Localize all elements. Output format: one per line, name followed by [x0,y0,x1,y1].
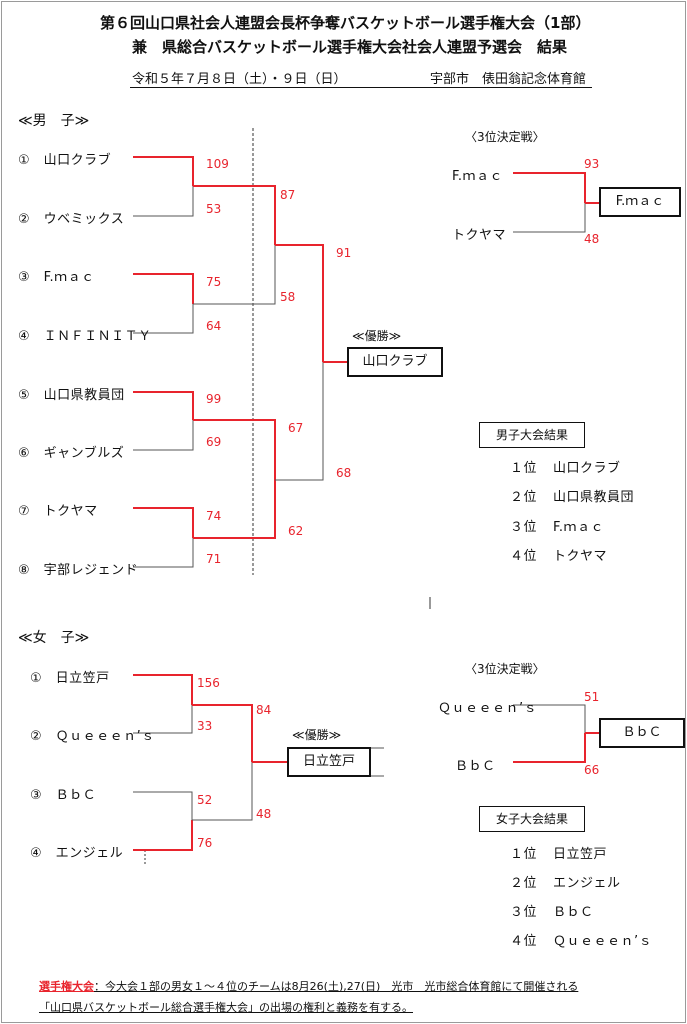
men-r2-lines [193,185,276,539]
men-r1-lines [133,156,194,568]
women-final-lines [192,704,384,821]
men-score-r1-7: 74 [206,509,222,523]
women-result-rank-4: ４位 [510,934,538,949]
men-result-team-3: F.ｍａｃ [553,520,605,535]
women-section-label: ≪女 子≫ [18,630,90,646]
men-score-r1-6: 69 [206,435,222,449]
men-team-8: ⑧ 宇部レジェンド [18,563,139,578]
men-third-lines [513,172,600,233]
women-result-team-3: ＢｂＣ [553,905,594,920]
women-third-lines [513,704,600,763]
men-third-score2: 48 [584,232,600,246]
men-champion-label: ≪優勝≫ [352,329,402,343]
men-third-team1: F.ｍａｃ [452,169,504,184]
men-team-4: ④ ＩＮＦＩＮＩＴＹ [18,329,152,344]
women-third-team2: ＢｂＣ [455,759,496,774]
men-score-r1-8: 71 [206,552,222,566]
women-team-3: ③ ＢｂＣ [30,788,97,803]
women-third-winner-box: ＢｂＣ [599,718,685,748]
men-results-title: 男子大会結果 [479,422,585,448]
women-result-team-1: 日立笠戸 [553,847,608,862]
men-result-rank-4: ４位 [510,549,538,564]
women-score-r1-4: 76 [197,836,213,850]
header-underline [130,87,592,88]
men-team-1: ① 山口クラブ [18,153,112,168]
men-third-winner-box: F.ｍａｃ [599,187,681,217]
women-score-r1-3: 52 [197,793,213,807]
event-venue: 宇部市 俵田翁記念体育館 [430,72,587,87]
women-team-2: ② Ｑｕｅｅｅｎ’ｓ [30,729,155,744]
women-score-r1-2: 33 [197,719,213,733]
event-date: 令和５年７月８日（土）・９日（日） [132,72,347,87]
men-score-r1-4: 64 [206,319,222,333]
women-result-team-2: エンジェル [553,876,621,891]
men-team-3: ③ F.ｍａｃ [18,270,95,285]
men-score-r2-3: 67 [288,421,304,435]
men-score-r1-2: 53 [206,202,222,216]
men-final-lines [275,244,348,481]
women-results-title: 女子大会結果 [479,806,585,832]
women-result-rank-1: １位 [510,847,538,862]
men-score-r1-1: 109 [206,157,229,171]
footer-note-line1: 選手権大会：今大会１部の男女１～４位のチームは8月26(土),27(日) 光市 … [39,978,578,994]
women-score-r1-1: 156 [197,676,220,690]
men-score-r2-4: 62 [288,524,304,538]
title-line2: 兼 県総合バスケットボール選手権大会社会人連盟予選会 結果 [132,38,568,56]
men-result-team-2: 山口県教員団 [553,490,635,505]
men-score-final-2: 68 [336,466,352,480]
men-result-rank-3: ３位 [510,520,538,535]
women-result-rank-2: ２位 [510,876,538,891]
women-result-team-4: Ｑｕｅｅｅｎ’ｓ [553,934,653,949]
footer-note-line2: 「山口県バスケットボール総合選手権大会」の出場の権利と義務を有する。 [39,1001,413,1014]
women-r1-lines [133,674,193,851]
men-score-final-1: 91 [336,246,352,260]
men-result-team-4: トクヤマ [553,549,608,564]
men-result-rank-2: ２位 [510,490,538,505]
men-champion-box: 山口クラブ [347,347,443,377]
women-third-score1: 51 [584,690,600,704]
men-result-team-1: 山口クラブ [553,461,621,476]
footer-note-label: 選手権大会 [39,980,94,993]
men-score-r2-2: 58 [280,290,296,304]
men-third-score1: 93 [584,157,600,171]
women-team-4: ④ エンジェル [30,846,124,861]
men-section-label: ≪男 子≫ [18,113,90,129]
men-third-label: 〈3位決定戦〉 [465,130,545,144]
women-team-1: ① 日立笠戸 [30,671,110,686]
women-score-final-2: 48 [256,807,272,821]
men-result-rank-1: １位 [510,461,538,476]
women-third-label: 〈3位決定戦〉 [465,662,545,676]
title-line1: 第６回山口県社会人連盟会長杯争奪バスケットボール選手権大会（1部） [100,14,591,32]
men-team-5: ⑤ 山口県教員団 [18,388,125,403]
women-third-team1: Ｑｕｅｅｅｎ’ｓ [438,701,538,716]
men-score-r2-1: 87 [280,188,296,202]
women-result-rank-3: ３位 [510,905,538,920]
women-champion-box: 日立笠戸 [287,747,371,777]
men-score-r1-5: 99 [206,392,222,406]
footer-note-text: ：今大会１部の男女１～４位のチームは8月26(土),27(日) 光市 光市総合体… [94,980,579,993]
women-third-score2: 66 [584,763,600,777]
men-team-2: ② ウベミックス [18,212,125,227]
women-score-final-1: 84 [256,703,272,717]
men-team-6: ⑥ ギャンブルズ [18,446,125,461]
women-champion-label: ≪優勝≫ [292,728,342,742]
men-score-r1-3: 75 [206,275,222,289]
men-team-7: ⑦ トクヤマ [18,504,98,519]
men-third-team2: トクヤマ [452,228,507,243]
